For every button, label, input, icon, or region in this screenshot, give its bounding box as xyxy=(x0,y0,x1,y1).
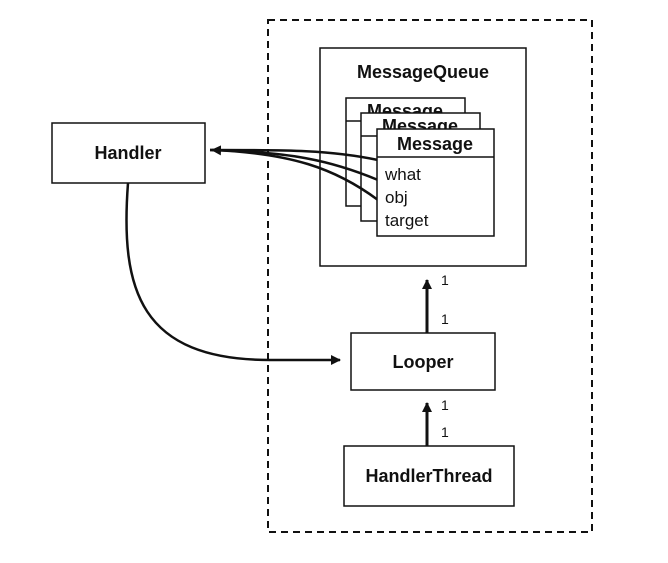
message-card-front-title: Message xyxy=(397,134,473,154)
message-to-handler-arrow-3 xyxy=(211,145,379,202)
multiplicity-queue-top: 1 xyxy=(441,272,449,288)
handler-label: Handler xyxy=(94,143,161,163)
message-queue-label: MessageQueue xyxy=(357,62,489,82)
message-field-target: target xyxy=(385,211,429,230)
thread-boundary xyxy=(267,19,593,533)
handler-box[interactable] xyxy=(51,122,206,184)
handler-to-looper-arrow xyxy=(125,182,341,365)
looper-box[interactable] xyxy=(350,332,496,391)
message-card-front[interactable]: Message what obj target xyxy=(376,128,495,237)
message-field-what: what xyxy=(384,165,421,184)
message-field-obj: obj xyxy=(385,188,408,207)
multiplicity-queue-bottom: 1 xyxy=(441,311,449,327)
handler-thread-box[interactable] xyxy=(343,445,515,507)
handler-thread-label: HandlerThread xyxy=(365,466,492,486)
multiplicity-looper-bottom: 1 xyxy=(441,424,449,440)
multiplicity-looper-top: 1 xyxy=(441,397,449,413)
looper-label: Looper xyxy=(393,352,454,372)
